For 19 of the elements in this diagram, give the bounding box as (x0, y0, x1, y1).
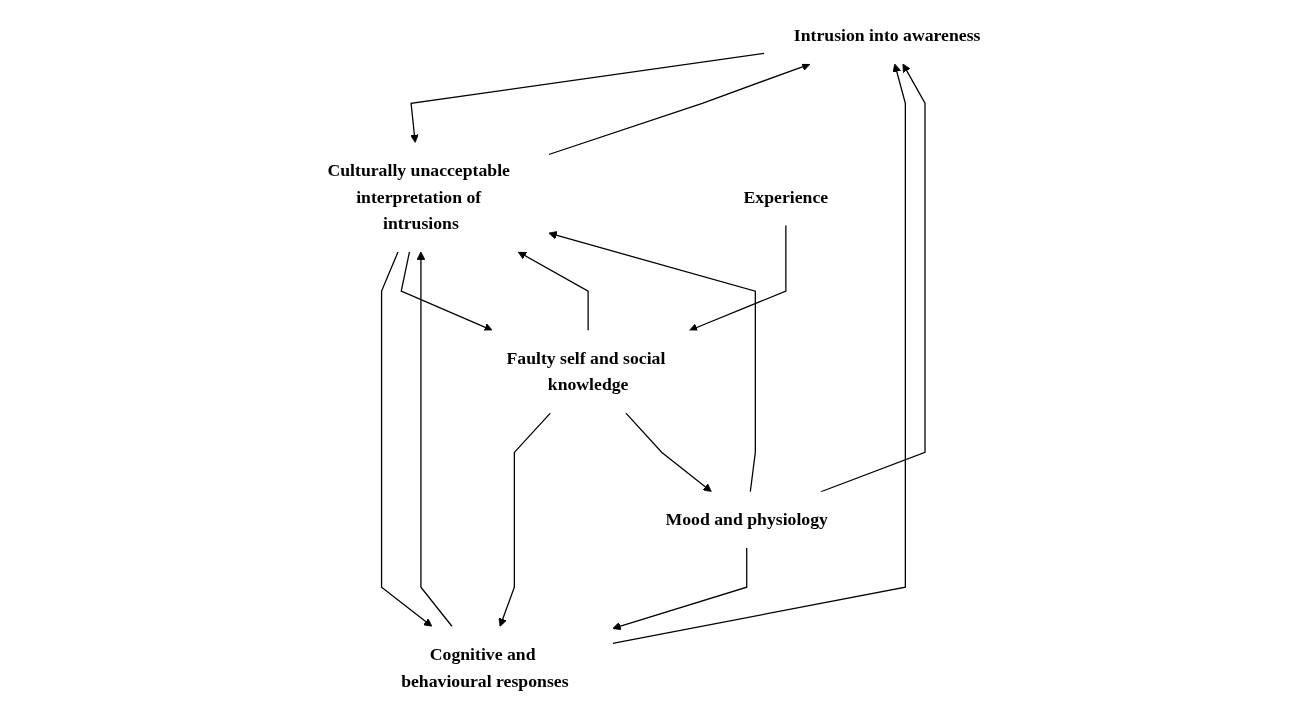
node-text: Culturally unacceptable interpretation of intrusions (327, 160, 510, 234)
arrow (689, 224, 787, 332)
node-text: Cognitive and behavioural responses (401, 644, 569, 691)
arrow (400, 251, 493, 332)
arrow (612, 63, 906, 644)
arrow (380, 251, 433, 627)
arrow (410, 52, 765, 143)
arrow (498, 412, 551, 627)
arrow (612, 547, 748, 631)
arrow (517, 251, 589, 332)
arrow (625, 412, 712, 493)
arrow (416, 251, 453, 628)
arrow (820, 63, 926, 493)
node-text: Mood and physiology (665, 509, 828, 530)
node-text: Faulty self and social knowledge (506, 348, 666, 395)
arrow (548, 62, 811, 156)
node-text: Experience (743, 186, 829, 207)
arrow (548, 231, 756, 493)
node-text: Intrusion into awareness (793, 25, 981, 46)
